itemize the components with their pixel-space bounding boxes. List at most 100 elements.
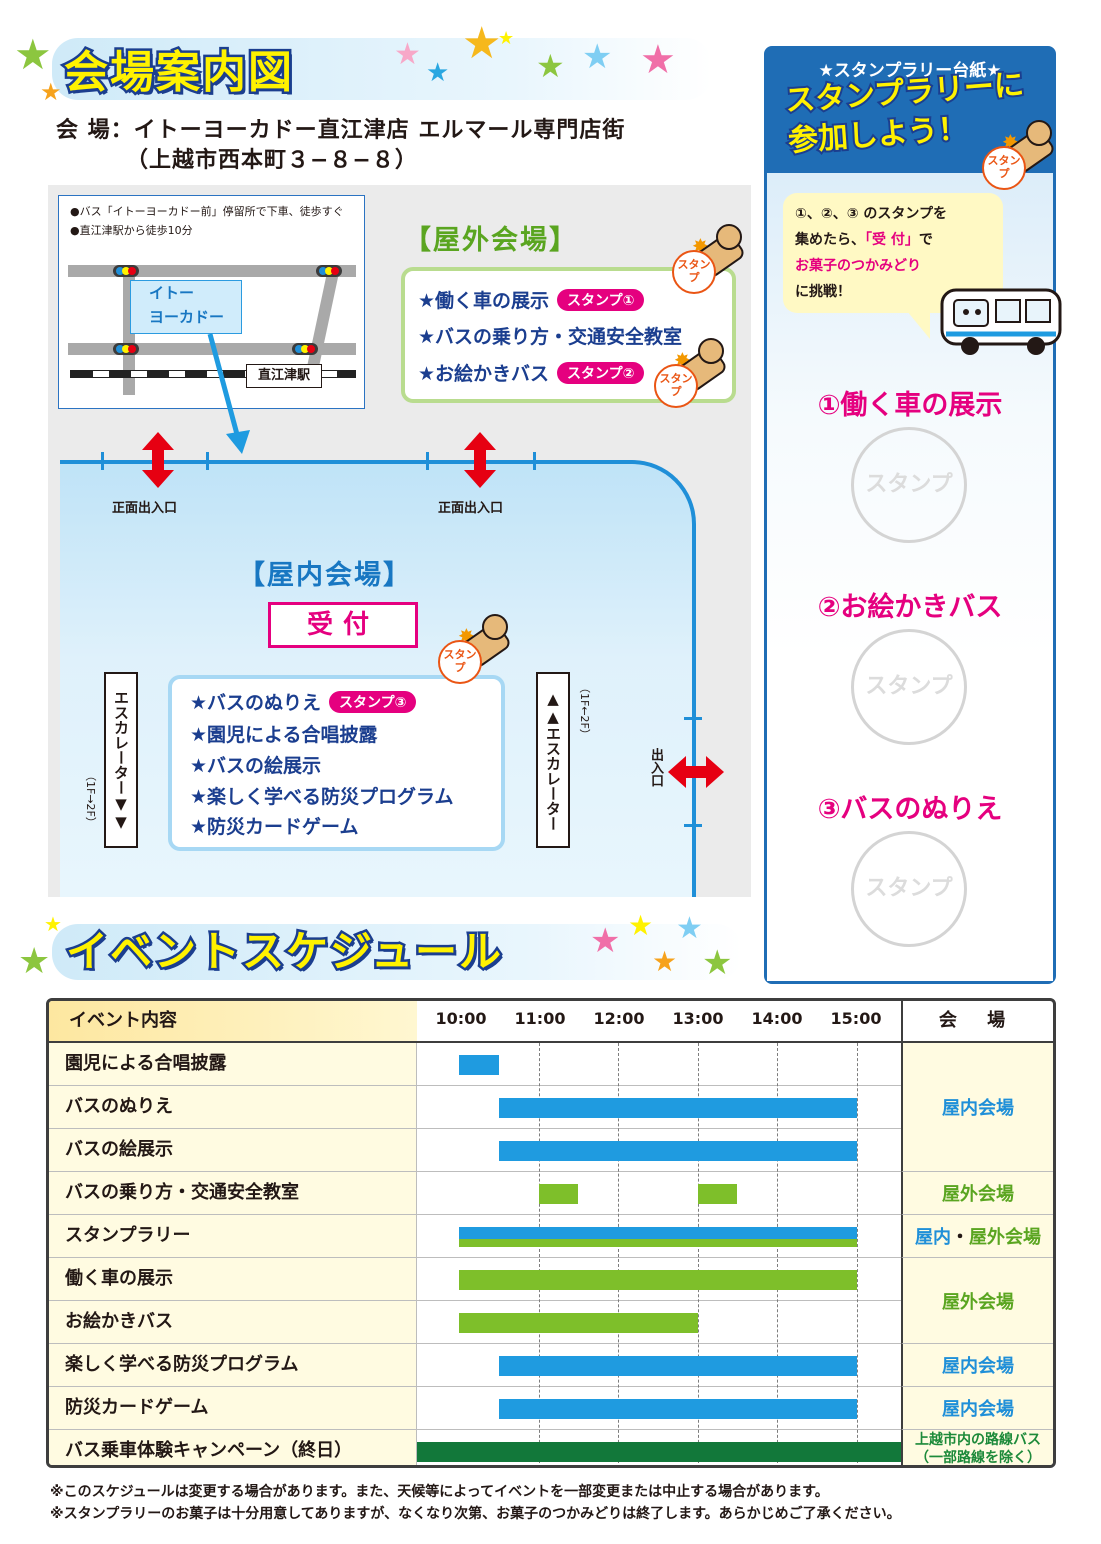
stamp-slot-2: スタンプ (851, 629, 967, 745)
outdoor-venue-title: 【屋外会場】 (404, 225, 578, 256)
event-name: バスのぬりえ (49, 1086, 417, 1128)
venue-address-sub: （上越市西本町３−８−８） (126, 148, 418, 173)
schedule-bar (459, 1054, 499, 1075)
escalator-floor-note: （1F→2F） (84, 770, 97, 828)
footnote-1: ※このスケジュールは変更する場合があります。また、天候等によってイベントを一部変… (50, 1484, 829, 1500)
venue-cell: 屋内会場 (901, 1344, 1053, 1387)
railway-line (70, 370, 356, 378)
instruction-line2: 集めたら、「受 付」で (795, 232, 933, 248)
table-row: 園児による合唱披露 (49, 1043, 1053, 1086)
star-icon: ★ (652, 945, 678, 978)
table-row: お絵かきバス (49, 1301, 1053, 1344)
stamp-icon: ✸ スタンプ (982, 120, 1060, 198)
star-icon: ★ (14, 30, 52, 79)
stamp-rally-item-1: ①働く車の展示 (817, 390, 1003, 421)
map-section-title: 会場案内図 (62, 45, 295, 101)
pointer-arrow-icon (207, 333, 250, 454)
schedule-bar (498, 1097, 857, 1118)
instruction-line4: に挑戦！ (795, 284, 851, 300)
schedule-bar (459, 1226, 857, 1239)
schedule-bar (697, 1183, 738, 1204)
schedule-bar (459, 1238, 857, 1247)
entrance-arrow-icon (142, 432, 174, 488)
reception-desk: 受付 (268, 602, 418, 648)
venue-cell: 屋内会場 (901, 1043, 1053, 1172)
indoor-venue-title: 【屋内会場】 (238, 560, 412, 591)
time-gridline (777, 1043, 778, 1465)
outdoor-event-3: ★お絵かきバススタンプ② (418, 359, 645, 386)
table-row: 楽しく学べる防災プログラム (49, 1344, 1053, 1387)
table-row: バスの絵展示 (49, 1129, 1053, 1172)
time-label: 12:00 (593, 1009, 645, 1028)
indoor-event-3: ★バスの絵展示 (190, 755, 322, 777)
store-name-line1: イトー (149, 284, 195, 302)
venue-cell: 屋内会場 (901, 1387, 1053, 1430)
schedule-bar (498, 1140, 857, 1161)
star-icon: ★ (44, 912, 62, 936)
store-name-line2: ヨーカドー (149, 308, 225, 326)
traffic-signal-icon (113, 265, 139, 277)
map-banner-bg (52, 38, 712, 100)
event-name: バスの絵展示 (49, 1129, 417, 1171)
escalator-right: ▲▲エスカレーター (536, 672, 570, 848)
schedule-bar (459, 1269, 857, 1290)
time-label: 15:00 (830, 1009, 882, 1028)
star-icon: ★ (18, 941, 51, 982)
star-icon: ★ (536, 47, 565, 85)
star-icon: ★ (498, 28, 515, 49)
stamp-badge: スタンプ① (557, 289, 645, 311)
venue-cell: 上越市内の路線バス（一部路線を除く） (901, 1430, 1053, 1465)
time-gridline (538, 1043, 540, 1465)
escalator-left: エスカレーター▼▼ (104, 672, 138, 848)
entrance-arrow-icon (668, 756, 724, 788)
bubble-tail (902, 305, 930, 339)
star-icon: ★ (628, 909, 654, 942)
entrance-label: 正面出入口 (112, 501, 178, 516)
instruction-line3: お菓子のつかみどり (795, 258, 921, 274)
event-name: 園児による合唱披露 (49, 1043, 417, 1085)
event-name: 働く車の展示 (49, 1258, 417, 1300)
table-row: バスのぬりえ (49, 1086, 1053, 1129)
footnote-2: ※スタンプラリーのお菓子は十分用意してありますが、なくなり次第、お菓子のつかみど… (50, 1506, 901, 1522)
entrance-arrow-icon (464, 432, 496, 488)
star-icon: ★ (582, 37, 613, 77)
event-name: 楽しく学べる防災プログラム (49, 1344, 417, 1386)
time-label: 10:00 (435, 1009, 487, 1028)
road (68, 265, 356, 277)
wall-tick (684, 717, 702, 720)
stamp-rally-item-2: ②お絵かきバス (817, 592, 1003, 623)
wall-tick (426, 452, 429, 470)
event-label: ★バスのぬりえ (190, 692, 322, 714)
station-label: 直江津駅 (246, 364, 322, 388)
wall-tick (206, 452, 209, 470)
traffic-signal-icon (316, 265, 342, 277)
event-name: バスの乗り方・交通安全教室 (49, 1172, 417, 1214)
event-label: ★お絵かきバス (418, 363, 550, 385)
star-icon: ★ (676, 911, 703, 946)
header-venue: 会 場 (901, 1001, 1053, 1041)
stamp-icon: ✸ スタンプ (672, 224, 750, 302)
event-name: バス乗車体験キャンペーン（終日） (49, 1430, 417, 1465)
event-name: お絵かきバス (49, 1301, 417, 1343)
time-label: 13:00 (672, 1009, 724, 1028)
time-gridline (856, 1043, 858, 1465)
event-schedule-table: イベント内容 10:00 11:00 12:00 13:00 14:00 15:… (46, 998, 1056, 1468)
venue-cell: 屋内・屋外会場 (901, 1215, 1053, 1258)
indoor-event-4: ★楽しく学べる防災プログラム (190, 786, 454, 808)
store-location: イトー ヨーカドー (130, 280, 242, 334)
event-name: 防災カードゲーム (49, 1387, 417, 1429)
escalator-floor-note: （1F←2F） (578, 682, 591, 740)
access-note-bus: ●バス「イトーヨーカドー前」停留所で下車、徒歩すぐ (70, 205, 344, 218)
event-name: スタンプラリー (49, 1215, 417, 1257)
table-row: 防災カードゲーム (49, 1387, 1053, 1430)
table-row: 働く車の展示 (49, 1258, 1053, 1301)
stamp-slot-1: スタンプ (851, 427, 967, 543)
venue-cell: 屋外会場 (901, 1172, 1053, 1215)
schedule-bar (459, 1312, 698, 1333)
entrance-label: 正面出入口 (438, 501, 504, 516)
outdoor-event-1: ★働く車の展示スタンプ① (418, 286, 645, 313)
stamp-badge: スタンプ② (557, 362, 645, 384)
outdoor-event-2: ★バスの乗り方・交通安全教室 (418, 322, 682, 349)
stamp-seal: スタンプ (982, 146, 1026, 190)
star-icon: ★ (40, 78, 62, 106)
